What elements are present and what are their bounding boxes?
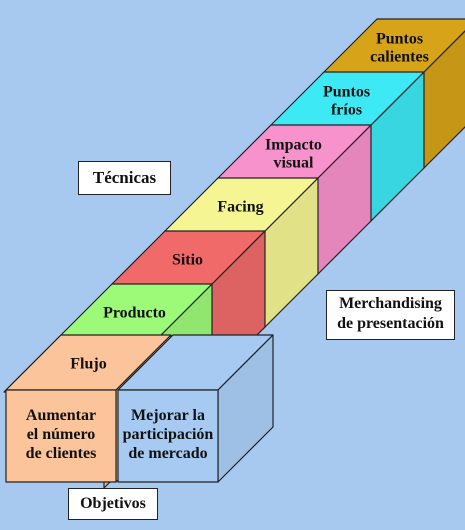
tecnicas-label-box: Técnicas (78, 161, 171, 195)
step-flujo-label: Flujo (70, 356, 106, 373)
base-aumentar-line: el número (27, 426, 96, 443)
base-mejorar-line: participación (123, 426, 214, 443)
step-puntos-frios-label: Puntos (323, 84, 370, 101)
step-facing-label: Facing (217, 199, 263, 216)
step-impacto-visual-label: Impacto (265, 137, 322, 154)
step-puntos-frios-label: fríos (331, 102, 362, 119)
step-impacto-visual-label: visual (273, 155, 314, 172)
base-aumentar-line: de clientes (26, 445, 97, 462)
step-sitio-label: Sitio (172, 252, 203, 269)
merchandising-label-box: Merchandising de presentación (326, 290, 455, 340)
base-aumentar-front (5, 389, 117, 483)
step-puntos-calientes-label: Puntos (376, 31, 423, 48)
objetivos-label: Objetivos (80, 495, 146, 512)
base-mejorar-front (117, 389, 219, 483)
merchandising-label-line2: de presentación (337, 315, 444, 332)
base-mejorar-line: de mercado (128, 445, 207, 462)
tecnicas-label: Técnicas (92, 168, 157, 187)
step-producto-label: Producto (103, 305, 166, 322)
merchandising-label-line1: Merchandising (339, 295, 442, 312)
base-mejorar-line: Mejorar la (131, 407, 205, 424)
base-aumentar-line: Aumentar (26, 407, 96, 424)
step-puntos-calientes-label: calientes (370, 49, 429, 66)
objetivos-label-box: Objetivos (68, 488, 158, 520)
